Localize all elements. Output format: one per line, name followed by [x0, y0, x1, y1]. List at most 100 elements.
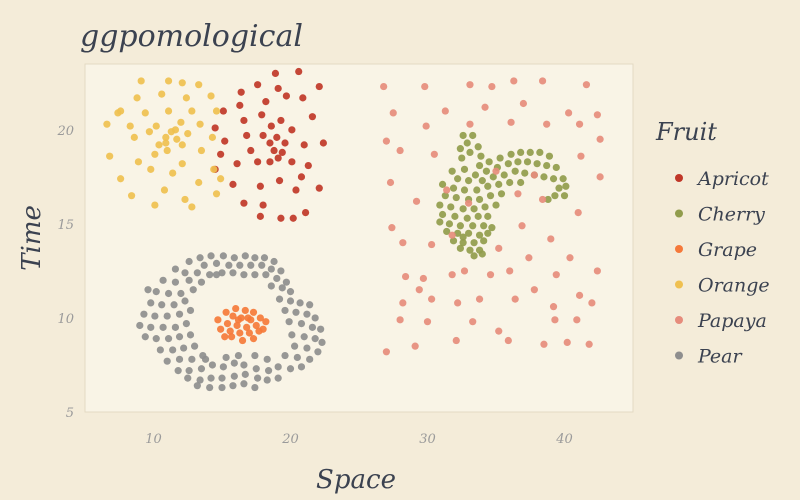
legend-key-pear — [675, 351, 683, 360]
cherry-point — [500, 171, 508, 179]
pear-point — [159, 276, 167, 284]
papaya-point — [421, 82, 429, 91]
papaya-point — [552, 271, 560, 279]
papaya-point — [540, 340, 548, 348]
papaya-point — [428, 240, 436, 249]
pear-point — [317, 325, 325, 333]
apricot-point — [281, 139, 289, 147]
apricot-point — [270, 146, 278, 155]
cherry-point — [454, 229, 462, 237]
pear-point — [251, 351, 259, 360]
cherry-point — [523, 158, 532, 166]
papaya-point — [466, 120, 474, 128]
pear-point — [170, 301, 178, 309]
legend-label-apricot: Apricot — [696, 168, 769, 190]
cherry-point — [463, 139, 471, 147]
apricot-point — [274, 84, 282, 93]
orange-point — [160, 186, 169, 194]
pear-point — [136, 321, 144, 330]
orange-point — [195, 178, 203, 187]
papaya-point — [428, 295, 436, 303]
papaya-point — [386, 178, 395, 187]
grape-point — [238, 336, 247, 345]
cherry-point — [480, 237, 488, 245]
pear-point — [185, 276, 193, 284]
orange-point — [145, 128, 153, 136]
grape-point — [226, 327, 234, 335]
cherry-point — [481, 203, 489, 211]
apricot-point — [237, 88, 245, 96]
pear-point — [241, 370, 249, 378]
apricot-point — [256, 212, 264, 220]
papaya-point — [481, 103, 489, 111]
pear-point — [186, 306, 195, 315]
cherry-point — [521, 169, 529, 177]
cherry-point — [456, 145, 464, 153]
pear-point — [219, 252, 227, 260]
papaya-point — [575, 291, 584, 299]
cherry-point — [543, 161, 551, 170]
cherry-point — [492, 201, 500, 209]
pear-point — [251, 271, 259, 279]
pear-point — [303, 344, 311, 352]
papaya-point — [575, 120, 584, 128]
grape-point — [214, 316, 222, 324]
cherry-point — [452, 193, 460, 202]
apricot-point — [295, 67, 303, 76]
cherry-point — [458, 154, 466, 162]
pear-point — [156, 346, 164, 354]
apricot-point — [277, 116, 285, 125]
pear-point — [140, 310, 148, 318]
pear-point — [252, 365, 260, 373]
papaya-point — [380, 82, 388, 91]
papaya-point — [441, 107, 449, 115]
pear-point — [240, 271, 248, 279]
pear-point — [300, 333, 308, 341]
x-tick-label: 40 — [555, 432, 573, 447]
pear-point — [147, 323, 155, 331]
pear-point — [164, 335, 173, 343]
pear-point — [151, 312, 159, 320]
apricot-point — [300, 141, 308, 149]
cherry-point — [484, 182, 492, 190]
orange-point — [167, 128, 175, 136]
papaya-point — [460, 267, 469, 275]
orange-point — [126, 122, 134, 130]
pear-point — [314, 348, 322, 356]
y-tick-label: 20 — [56, 124, 74, 139]
orange-point — [114, 109, 122, 117]
orange-point — [173, 135, 181, 143]
orange-point — [212, 190, 221, 198]
orange-point — [197, 146, 206, 155]
pear-point — [175, 333, 184, 341]
papaya-point — [596, 135, 604, 143]
cherry-point — [486, 192, 495, 200]
pear-point — [147, 299, 155, 307]
papaya-point — [574, 209, 582, 217]
cherry-point — [449, 184, 458, 192]
data-points — [103, 67, 604, 392]
cherry-point — [497, 190, 506, 198]
pear-point — [230, 254, 238, 262]
cherry-point — [545, 152, 554, 160]
cherry-point — [459, 233, 467, 241]
apricot-point — [262, 98, 270, 106]
orange-point — [208, 133, 217, 141]
pear-point — [277, 267, 285, 275]
pear-point — [260, 254, 269, 262]
cherry-point — [475, 195, 484, 204]
chart-title: ggpomological — [80, 19, 303, 54]
cherry-point — [555, 184, 563, 192]
pear-point — [175, 310, 184, 318]
orange-point — [163, 146, 171, 155]
cherry-point — [504, 160, 512, 168]
apricot-point — [259, 131, 267, 140]
pear-point — [152, 335, 160, 343]
pear-point — [236, 261, 244, 269]
cherry-point — [445, 220, 454, 228]
apricot-point — [315, 184, 323, 192]
pear-point — [267, 282, 275, 290]
